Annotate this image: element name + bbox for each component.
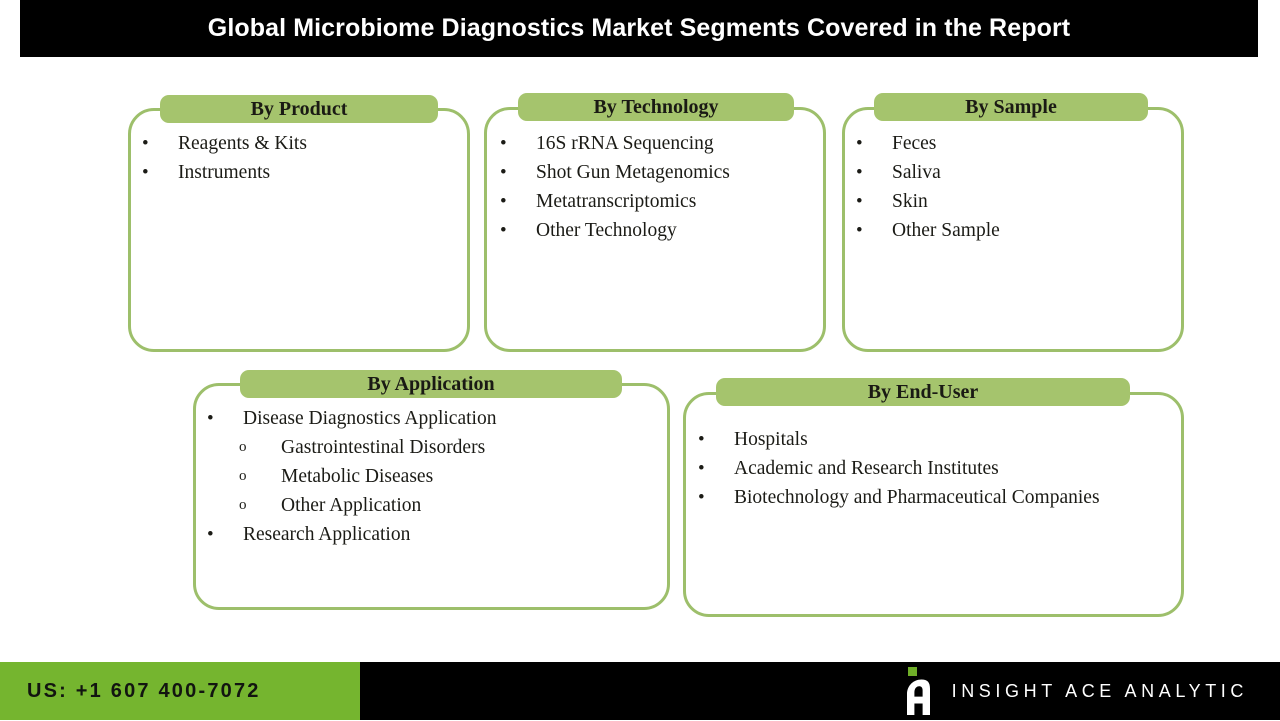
brand-name-label: INSIGHT ACE ANALYTIC [951, 680, 1248, 701]
list-item: • Feces [856, 129, 1176, 158]
insight-ace-a-mark-icon [896, 666, 936, 716]
list-item-label: Saliva [892, 162, 941, 183]
segment-box-by-end-user [683, 392, 1184, 617]
list-item: • Hospitals [698, 425, 1173, 454]
list-item: • Disease Diagnostics Application [207, 404, 657, 433]
list-item-label: Reagents & Kits [178, 133, 307, 154]
bullet-icon: • [698, 458, 705, 479]
segment-label-by-product: By Product [160, 95, 438, 123]
list-item-label: Other Application [281, 495, 422, 516]
segment-list-by-technology: • 16S rRNA Sequencing • Shot Gun Metagen… [500, 129, 820, 245]
segment-label-by-sample: By Sample [874, 93, 1148, 121]
segment-label-text: By Sample [965, 95, 1057, 118]
list-item-sub: o Other Application [239, 491, 657, 520]
bullet-icon: • [698, 429, 705, 450]
list-item-label: Feces [892, 133, 937, 154]
bullet-icon: • [856, 133, 863, 154]
brand-lockup: INSIGHT ACE ANALYTIC [896, 662, 1248, 720]
list-item: • Other Sample [856, 216, 1176, 245]
list-item-label: Other Sample [892, 220, 1000, 241]
segment-label-text: By Product [250, 97, 348, 120]
segment-label-text: By End-User [867, 380, 979, 403]
list-item-label: Skin [892, 191, 928, 212]
list-item: • Instruments [142, 158, 460, 187]
bullet-icon: • [856, 162, 863, 183]
segment-label-text: By Technology [593, 95, 719, 118]
bullet-icon: • [207, 408, 214, 429]
list-item: • Biotechnology and Pharmaceutical Compa… [698, 483, 1173, 512]
bullet-icon: • [856, 220, 863, 241]
bullet-icon: • [856, 191, 863, 212]
list-item-label: Metabolic Diseases [281, 466, 434, 487]
segment-label-by-application: By Application [240, 370, 622, 398]
bullet-icon: • [142, 133, 149, 154]
segment-label-by-technology: By Technology [518, 93, 794, 121]
list-item: • Saliva [856, 158, 1176, 187]
segment-list-by-end-user: • Hospitals • Academic and Research Inst… [698, 425, 1173, 512]
bullet-icon: • [500, 220, 507, 241]
segment-label-text: By Application [367, 372, 495, 395]
header-banner: Global Microbiome Diagnostics Market Seg… [20, 0, 1258, 57]
list-item: • Shot Gun Metagenomics [500, 158, 820, 187]
list-item-label: 16S rRNA Sequencing [536, 133, 714, 154]
segment-box-by-sample [842, 107, 1184, 352]
list-item-label: Biotechnology and Pharmaceutical Compani… [734, 487, 1100, 508]
page-title: Global Microbiome Diagnostics Market Seg… [207, 14, 1071, 42]
footer-phone-bar: US: +1 607 400-7072 [0, 662, 360, 720]
list-item-label: Metatranscriptomics [536, 191, 697, 212]
bullet-icon: • [500, 162, 507, 183]
list-item: • 16S rRNA Sequencing [500, 129, 820, 158]
segment-list-by-application: • Disease Diagnostics Application o Gast… [207, 404, 657, 549]
list-item-label: Gastrointestinal Disorders [281, 437, 486, 458]
bullet-icon: • [207, 524, 214, 545]
segment-list-by-product: • Reagents & Kits • Instruments [142, 129, 460, 187]
list-item-label: Shot Gun Metagenomics [536, 162, 730, 183]
phone-number-label: US: +1 607 400-7072 [27, 679, 261, 702]
list-item: • Academic and Research Institutes [698, 454, 1173, 483]
list-item-sub: o Gastrointestinal Disorders [239, 433, 657, 462]
list-item: • Reagents & Kits [142, 129, 460, 158]
list-item-label: Disease Diagnostics Application [243, 408, 497, 429]
list-item-label: Academic and Research Institutes [734, 458, 999, 479]
bullet-circle-icon: o [239, 497, 247, 513]
segment-label-by-end-user: By End-User [716, 378, 1130, 406]
list-item-label: Other Technology [536, 220, 677, 241]
list-item: • Other Technology [500, 216, 820, 245]
list-item: • Research Application [207, 520, 657, 549]
list-item: • Skin [856, 187, 1176, 216]
segment-list-by-sample: • Feces • Saliva • Skin • Other Sample [856, 129, 1176, 245]
bullet-icon: • [500, 191, 507, 212]
bullet-circle-icon: o [239, 439, 247, 455]
bullet-circle-icon: o [239, 468, 247, 484]
list-item-label: Hospitals [734, 429, 808, 450]
list-item-sub: o Metabolic Diseases [239, 462, 657, 491]
list-item-label: Instruments [178, 162, 271, 183]
list-item-label: Research Application [243, 524, 411, 545]
bullet-icon: • [500, 133, 507, 154]
segment-box-by-technology [484, 107, 826, 352]
list-item: • Metatranscriptomics [500, 187, 820, 216]
segment-box-by-application [193, 383, 670, 610]
footer-black-bar: INSIGHT ACE ANALYTIC [360, 662, 1280, 720]
bullet-icon: • [698, 487, 705, 508]
bullet-icon: • [142, 162, 149, 183]
